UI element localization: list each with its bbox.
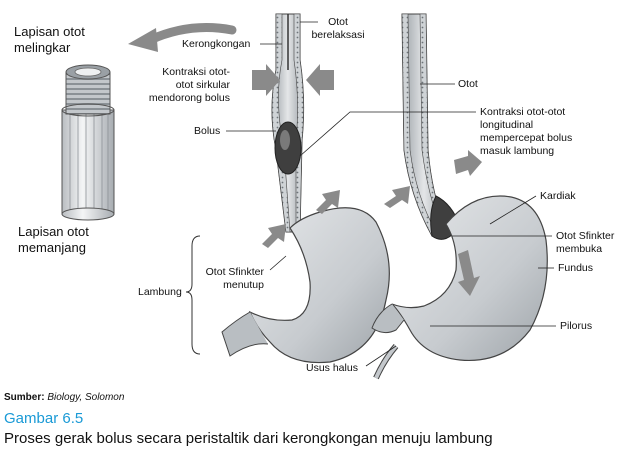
label-bolus: Bolus — [194, 125, 221, 137]
arrow-icon — [458, 250, 480, 296]
label-kontraksi-sirkular: Kontraksi otot- otot sirkular mendorong … — [148, 66, 230, 104]
stomach-left — [221, 207, 390, 364]
source-prefix: Sumber: — [4, 392, 45, 403]
stomach-right — [371, 195, 548, 380]
label-lapisan-memanjang: Lapisan otot memanjang — [18, 224, 89, 255]
arrow-icon — [454, 150, 482, 176]
figure-title: Gambar 6.5 — [4, 410, 84, 427]
label-kerongkongan: Kerongkongan — [182, 38, 251, 50]
arrow-icon — [252, 64, 280, 96]
source-text: Biology, Solomon — [47, 392, 125, 403]
label-lambung: Lambung — [138, 286, 182, 298]
label-kontraksi-longitudinal: Kontraksi otot-otot longitudinal memperc… — [480, 106, 573, 157]
label-kardiak: Kardiak — [540, 190, 576, 202]
curved-arrow-icon — [128, 23, 237, 52]
label-otot-berelaksasi: Otot berelaksasi — [311, 16, 365, 41]
esophagus-right — [401, 13, 461, 240]
label-sfinkter-membuka: Otot Sfinkter membuka — [556, 230, 615, 255]
label-otot: Otot — [458, 78, 478, 90]
arrow-icon — [306, 64, 334, 96]
label-pilorus: Pilorus — [560, 320, 593, 332]
leader-lines — [226, 21, 556, 367]
figure-caption: Proses gerak bolus secara peristaltik da… — [4, 430, 493, 447]
force-arrows — [252, 64, 482, 296]
peristalsis-illustration — [61, 13, 556, 380]
bolus — [274, 121, 302, 175]
muscle-layer-cylinder — [61, 64, 115, 221]
label-sfinkter-menutup: Otot Sfinkter menutup — [205, 266, 264, 291]
arrow-icon — [262, 224, 286, 248]
lambung-bracket — [185, 235, 201, 355]
source-credit: Sumber: Biology, Solomon — [4, 392, 124, 403]
label-lapisan-melingkar: Lapisan otot melingkar — [14, 24, 85, 55]
label-usus-halus: Usus halus — [306, 362, 358, 374]
arrow-icon — [316, 190, 340, 214]
arrow-icon — [384, 186, 410, 208]
label-fundus: Fundus — [558, 262, 594, 274]
